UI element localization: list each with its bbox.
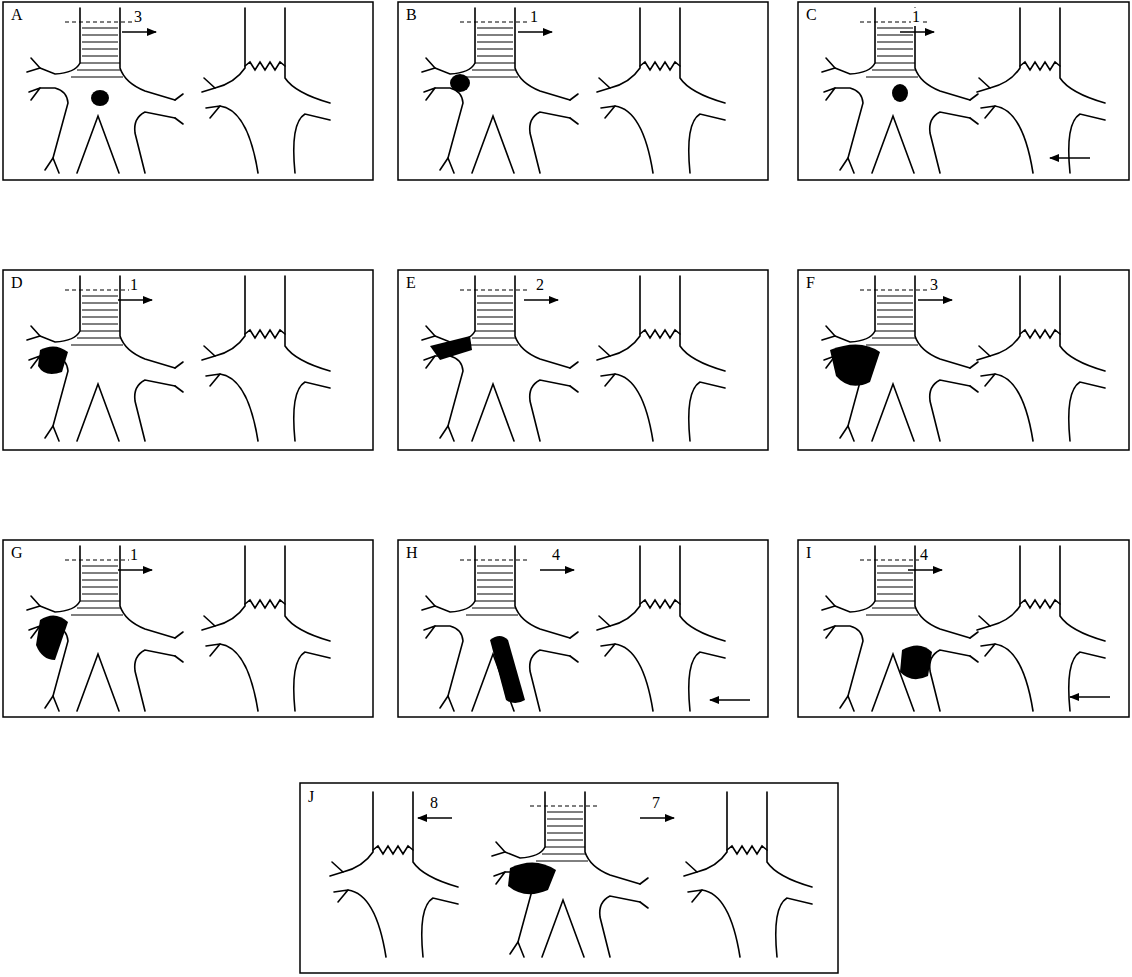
anastomosis-sketch	[202, 546, 330, 711]
direction-arrow	[1050, 157, 1090, 159]
tumour	[508, 862, 556, 894]
step-arrow	[908, 569, 942, 571]
step-number: 8	[429, 794, 439, 812]
anastomosis-sketch	[977, 546, 1105, 711]
panel-letter: C	[805, 6, 818, 24]
bronchus-sketch	[27, 546, 183, 711]
bronchus-sketch	[492, 792, 648, 957]
anastomosis-sketch	[977, 8, 1105, 173]
step-number: 3	[929, 276, 939, 294]
step-number: 1	[129, 276, 139, 294]
anastomosis-sketch	[597, 276, 725, 441]
tumour	[892, 84, 908, 102]
tumour	[430, 336, 472, 360]
step-number: 4	[551, 546, 561, 564]
panel-letter: F	[805, 274, 816, 292]
anastomosis-sketch	[330, 792, 458, 957]
panel-frame	[3, 270, 373, 450]
panel-frame	[398, 540, 768, 717]
step-number: 4	[919, 546, 929, 564]
panel-letter: A	[10, 6, 24, 24]
panel-letter: J	[307, 788, 315, 806]
panel-frame	[798, 2, 1129, 180]
step-number: 2	[535, 276, 545, 294]
panel-frame	[798, 540, 1129, 717]
tumour	[830, 344, 880, 385]
step-arrow	[524, 299, 558, 301]
step-arrow	[640, 817, 674, 819]
panel-frame	[398, 270, 768, 450]
tumour	[450, 74, 470, 92]
step-number: 7	[651, 794, 661, 812]
tumour	[36, 615, 68, 660]
step-arrow	[918, 299, 952, 301]
panel-letter: D	[10, 274, 24, 292]
step-number: 1	[129, 546, 139, 564]
direction-arrow	[710, 699, 750, 701]
tumour	[490, 636, 525, 703]
step-arrow	[122, 31, 156, 33]
panel-letter: H	[405, 544, 419, 562]
step-arrow	[118, 299, 152, 301]
bronchus-sketch	[422, 8, 578, 173]
panel-frame	[398, 2, 768, 180]
step-arrow	[118, 569, 152, 571]
panel-letter: B	[405, 6, 418, 24]
panel-frame	[3, 540, 373, 717]
anastomosis-sketch	[202, 8, 330, 173]
panel-frame	[300, 783, 838, 973]
tumour	[38, 346, 68, 374]
step-number: 3	[133, 8, 143, 26]
bronchus-sketch	[822, 8, 978, 173]
bronchus-sketch	[422, 546, 578, 711]
panel-letter: E	[405, 274, 417, 292]
anastomosis-sketch	[202, 276, 330, 441]
step-arrow	[518, 31, 552, 33]
step-arrow	[418, 817, 452, 819]
bronchus-sketch	[822, 276, 978, 441]
anastomosis-sketch	[597, 546, 725, 711]
direction-arrow	[1070, 696, 1110, 698]
anastomosis-sketch	[684, 792, 812, 957]
anastomosis-sketch	[597, 8, 725, 173]
panel-letter: G	[10, 544, 24, 562]
step-arrow	[540, 569, 574, 571]
panel-frame	[798, 270, 1129, 450]
step-arrow	[900, 31, 934, 33]
anastomosis-sketch	[977, 276, 1105, 441]
step-number: 1	[529, 8, 539, 26]
bronchus-sketch	[27, 8, 183, 173]
bronchus-sketch	[422, 276, 578, 441]
tumour	[900, 645, 932, 679]
step-number: 1	[911, 8, 921, 26]
tumour	[91, 90, 109, 106]
panel-frame	[3, 2, 373, 180]
panel-letter: I	[805, 544, 812, 562]
bronchus-sketch	[27, 276, 183, 441]
bronchus-sketch	[822, 546, 978, 711]
